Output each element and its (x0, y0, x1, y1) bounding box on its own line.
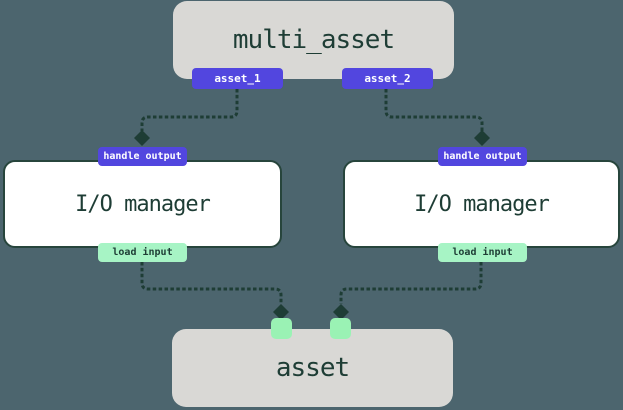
arrowhead-diamond-icon (273, 304, 289, 320)
input-port-right (330, 318, 351, 339)
load-input-badge-left-label: load input (112, 247, 173, 258)
io-manager-left-label: I/O manager (75, 191, 211, 217)
handle-output-badge-right-label: handle output (443, 151, 522, 162)
connector-left-io-to-asset (140, 262, 289, 320)
handle-output-badge-left: handle output (98, 147, 187, 166)
load-input-badge-right-label: load input (452, 247, 513, 258)
io-manager-node-right: I/O manager (343, 160, 620, 248)
output-badge-asset-2-label: asset_2 (364, 72, 411, 85)
handle-output-badge-right: handle output (438, 147, 527, 166)
connector-asset2-to-right-io (384, 89, 490, 146)
input-port-left (271, 318, 292, 339)
multi-asset-label: multi_asset (232, 25, 395, 55)
arrowhead-diamond-icon (134, 130, 150, 146)
handle-output-badge-left-label: handle output (103, 151, 182, 162)
arrowhead-diamond-icon (474, 130, 490, 146)
io-manager-right-label: I/O manager (414, 191, 550, 217)
output-badge-asset-1: asset_1 (192, 68, 283, 89)
connector-right-io-to-asset (333, 262, 483, 320)
asset-label: asset (275, 353, 350, 383)
load-input-badge-right: load input (438, 243, 527, 262)
connector-asset1-to-left-io (134, 89, 239, 146)
output-badge-asset-1-label: asset_1 (214, 72, 261, 85)
asset-node: asset (172, 329, 453, 407)
multi-asset-node: multi_asset (173, 1, 454, 79)
output-badge-asset-2: asset_2 (342, 68, 433, 89)
load-input-badge-left: load input (98, 243, 187, 262)
arrowhead-diamond-icon (333, 304, 349, 320)
